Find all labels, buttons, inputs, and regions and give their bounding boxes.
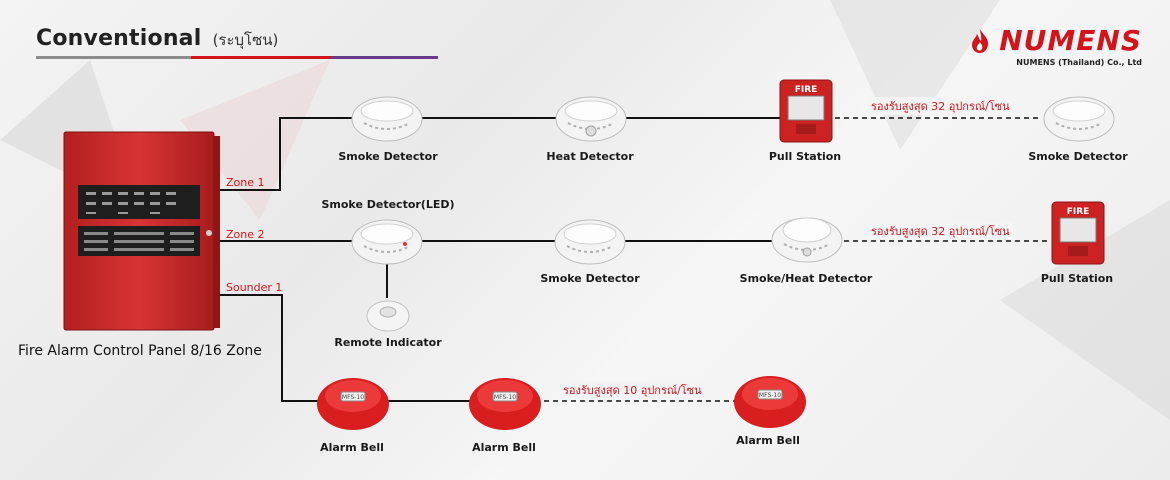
control-panel-caption: Fire Alarm Control Panel 8/16 Zone <box>18 343 262 359</box>
zone1-pull-station-label: Pull Station <box>768 150 842 163</box>
brand-name: NUMENS <box>999 24 1142 57</box>
svg-text:MFS-10: MFS-10 <box>494 394 516 401</box>
zone2-remote-indicator-label: Remote Indicator <box>334 336 442 349</box>
alarm-bell-end-icon: MFS-10 <box>734 376 806 428</box>
brand-company: NUMENS (Thailand) Co., Ltd <box>1016 58 1142 67</box>
svg-text:FIRE: FIRE <box>795 85 818 95</box>
sounder1-capacity-note: รองรับสูงสุด 10 อุปกรณ์/โซน <box>560 381 705 399</box>
zone2-pull-station-label: Pull Station <box>1040 272 1114 285</box>
alarm-bell-icon: MFS-10 <box>317 378 389 430</box>
svg-text:MFS-10: MFS-10 <box>759 392 781 399</box>
zone2-smoke-detector-led-label: Smoke Detector(LED) <box>321 198 455 211</box>
remote-indicator-icon <box>366 300 410 332</box>
brand-logo: NUMENS NUMENS (Thailand) Co., Ltd <box>967 26 1142 67</box>
svg-text:FIRE: FIRE <box>1067 207 1090 217</box>
zone2-smoke-heat-detector-label: Smoke/Heat Detector <box>739 272 873 285</box>
zone1-capacity-note: รองรับสูงสุด 32 อุปกรณ์/โซน <box>868 97 1013 115</box>
sounder1-wire <box>218 294 500 402</box>
title-subtitle: (ระบุโซน) <box>212 31 279 49</box>
smoke-detector-icon <box>351 96 423 142</box>
pull-station-end-icon: FIRE <box>1051 201 1105 265</box>
zone1-wire <box>218 117 780 191</box>
flame-logo-icon <box>972 29 989 53</box>
sounder1-alarm-bell-label-2: Alarm Bell <box>472 441 536 454</box>
pull-station-icon: FIRE <box>779 79 833 143</box>
title-underline <box>36 56 438 59</box>
alarm-bell-2-icon: MFS-10 <box>469 378 541 430</box>
sounder1-label: Sounder 1 <box>226 281 283 294</box>
smoke-heat-detector-icon <box>771 217 843 263</box>
smoke-detector-end-icon <box>1043 96 1115 142</box>
zone1-label: Zone 1 <box>226 176 265 189</box>
zone2-smoke-detector-label: Smoke Detector <box>540 272 640 285</box>
smoke-detector-led-icon <box>351 219 423 265</box>
title-main: Conventional <box>36 26 202 51</box>
zone2-capacity-note: รองรับสูงสุด 32 อุปกรณ์/โซน <box>868 222 1013 240</box>
heat-detector-icon <box>555 96 627 142</box>
zone2-label: Zone 2 <box>226 228 265 241</box>
fire-alarm-control-panel <box>63 131 220 331</box>
zone1-heat-detector-label: Heat Detector <box>546 150 634 163</box>
smoke-detector-zone2-icon <box>554 219 626 265</box>
zone1-smoke-detector-end-label: Smoke Detector <box>1028 150 1128 163</box>
sounder1-alarm-bell-end-label: Alarm Bell <box>736 434 800 447</box>
page-title: Conventional (ระบุโซน) <box>36 26 278 52</box>
zone1-smoke-detector-label: Smoke Detector <box>338 150 438 163</box>
sounder1-alarm-bell-label-1: Alarm Bell <box>320 441 384 454</box>
svg-text:MFS-10: MFS-10 <box>342 394 364 401</box>
